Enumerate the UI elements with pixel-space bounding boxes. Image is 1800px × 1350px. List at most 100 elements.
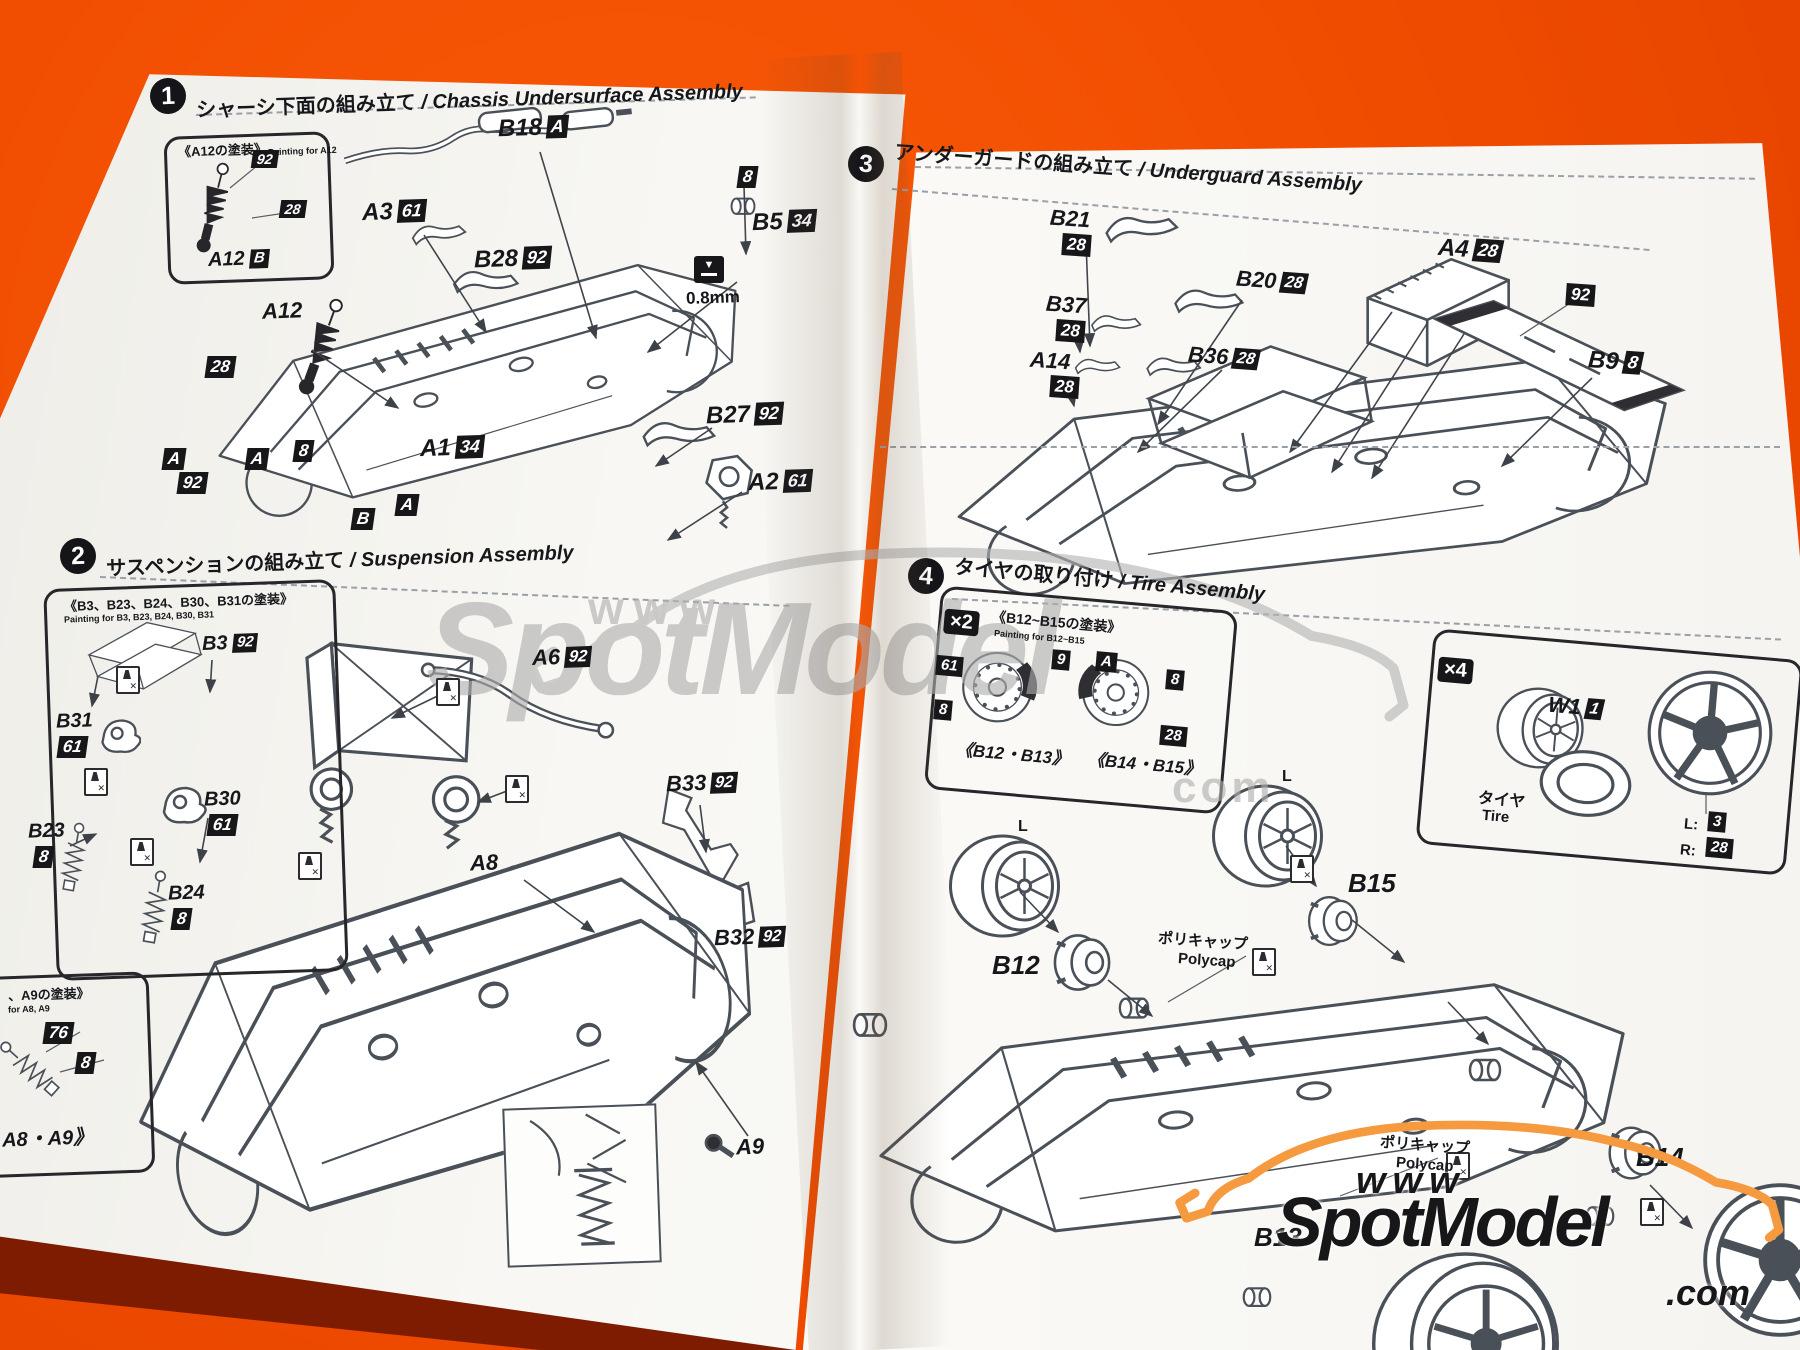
runner-badge-b: B bbox=[350, 508, 376, 531]
color-badge-28: 28 bbox=[1049, 375, 1080, 400]
tire-label-en: Tire bbox=[1481, 806, 1510, 827]
color-badge-28: 28 bbox=[1231, 347, 1262, 371]
color-badge-61: 61 bbox=[782, 468, 813, 494]
color-badge-92: 92 bbox=[564, 645, 593, 669]
color-badge-92: 92 bbox=[1565, 283, 1596, 308]
color-badge-92: 92 bbox=[758, 925, 787, 948]
color-badge-28: 28 bbox=[204, 356, 237, 379]
runner-badge-a: A bbox=[394, 494, 420, 517]
color-badge-92: 92 bbox=[521, 245, 552, 270]
wheel-front-view bbox=[1640, 663, 1781, 804]
cement-icon bbox=[116, 666, 140, 694]
runner-badge-b: B bbox=[248, 248, 270, 269]
color-badge-92: 92 bbox=[250, 150, 279, 169]
left-color-key: L: bbox=[1683, 815, 1699, 834]
cement-icon bbox=[130, 838, 154, 866]
color-badge-8: 8 bbox=[1621, 350, 1644, 375]
part-label-a12: A12 bbox=[261, 297, 303, 324]
part-label-a14: A14 bbox=[1029, 346, 1072, 375]
part-label-a8: A8 bbox=[469, 849, 499, 876]
color-badge-28: 28 bbox=[1705, 836, 1734, 859]
part-label-b14: B14 bbox=[1636, 1142, 1684, 1172]
part-label-b24: B24 bbox=[167, 881, 206, 905]
paintbox-a8a9-title-en: for A8, A9 bbox=[7, 1003, 51, 1015]
color-badge-8: 8 bbox=[292, 440, 316, 463]
cement-icon bbox=[1252, 948, 1276, 976]
color-badge-92: 92 bbox=[710, 771, 739, 794]
cement-icon bbox=[505, 775, 529, 803]
color-badge-28: 28 bbox=[1159, 724, 1188, 747]
cement-icon bbox=[84, 768, 108, 796]
runner-badge-a: A bbox=[545, 114, 570, 139]
color-badge-92: 92 bbox=[176, 472, 209, 495]
color-badge-8: 8 bbox=[170, 908, 194, 931]
color-badge-9: 9 bbox=[1051, 649, 1072, 671]
part-label-b15: B15 bbox=[1348, 868, 1396, 898]
tire-side-label-l: L bbox=[1282, 768, 1292, 785]
color-badge-8: 8 bbox=[736, 166, 760, 189]
color-badge-28: 28 bbox=[278, 200, 307, 219]
color-badge-3: 3 bbox=[1707, 811, 1728, 833]
quantity-x2: ×2 bbox=[942, 608, 980, 637]
color-badge-61: 61 bbox=[206, 814, 239, 837]
part-label-b13: B13 bbox=[1254, 1222, 1302, 1252]
color-badge-92: 92 bbox=[231, 632, 259, 654]
part-b30 bbox=[162, 786, 207, 824]
part-label-b37: B37 bbox=[1045, 290, 1088, 319]
part-b31 bbox=[101, 719, 141, 754]
cement-icon bbox=[298, 852, 322, 880]
color-badge-61: 61 bbox=[396, 198, 427, 224]
tire-side-label-l: L bbox=[1018, 818, 1028, 835]
color-badge-8: 8 bbox=[32, 846, 56, 869]
color-badge-28: 28 bbox=[1279, 271, 1310, 295]
tire-ring bbox=[1536, 746, 1635, 821]
cement-icon bbox=[436, 678, 460, 706]
spring-detail-diagram bbox=[528, 1111, 631, 1248]
runner-badge-a: A bbox=[244, 448, 270, 471]
paintbox-a8a9-title-jp: 、A9の塗装》 bbox=[7, 985, 90, 1004]
color-badge-34: 34 bbox=[454, 434, 485, 460]
color-badge-28: 28 bbox=[1061, 233, 1092, 258]
drill-icon bbox=[694, 256, 724, 283]
part-label-b23: B23 bbox=[27, 819, 66, 843]
color-badge-28: 28 bbox=[1055, 319, 1086, 344]
cement-icon bbox=[1290, 855, 1314, 883]
step3-section-rule bbox=[880, 446, 1780, 448]
color-badge-8: 8 bbox=[933, 699, 954, 721]
drill-size-note: 0.8mm bbox=[685, 287, 741, 308]
color-badge-92: 92 bbox=[753, 401, 784, 426]
color-badge-61: 61 bbox=[935, 654, 964, 677]
runner-badge-a: A bbox=[161, 448, 187, 471]
color-badge-8: 8 bbox=[1165, 669, 1186, 691]
runner-badge-a: A bbox=[1095, 651, 1118, 673]
brake-disc-b12-b13 bbox=[959, 649, 1041, 726]
part-label-b21: B21 bbox=[1049, 204, 1092, 233]
part-label-b12: B12 bbox=[992, 950, 1040, 980]
part-label-a8-a9: A8・A9》 bbox=[1, 1126, 94, 1152]
right-color-key: R: bbox=[1679, 841, 1697, 860]
color-badge-76: 76 bbox=[42, 1022, 75, 1045]
part-label-b30: B30 bbox=[203, 787, 242, 811]
color-badge-1: 1 bbox=[1583, 698, 1606, 721]
color-badge-61: 61 bbox=[56, 736, 89, 759]
part-label-a9: A9 bbox=[735, 1133, 765, 1160]
quantity-x4: ×4 bbox=[1436, 656, 1474, 685]
color-badge-34: 34 bbox=[786, 208, 817, 234]
color-badge-8: 8 bbox=[74, 1052, 98, 1075]
